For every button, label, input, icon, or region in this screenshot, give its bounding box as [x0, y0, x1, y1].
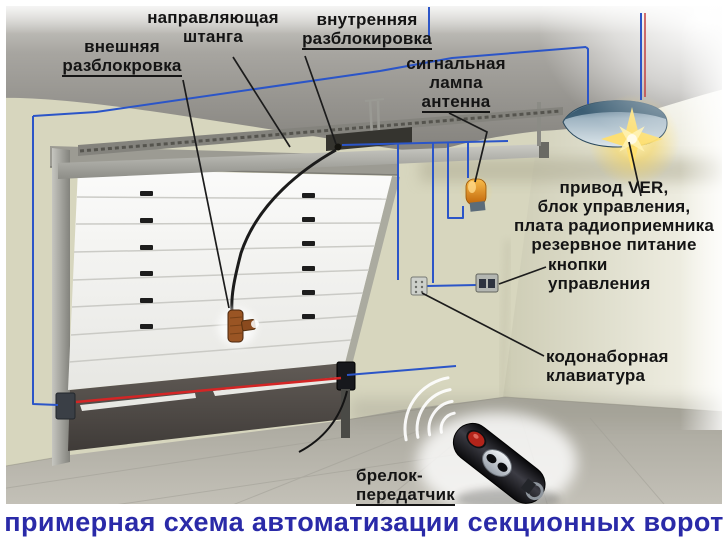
border-top: [0, 0, 728, 6]
label-line: внутренняя: [316, 10, 418, 29]
signal-lamp: [465, 178, 487, 212]
door-frame-post-left: [52, 148, 70, 466]
door-bottom-stripe: [80, 393, 196, 411]
operator-chain-rail: [78, 98, 563, 156]
pointer-buttons: [498, 266, 547, 285]
wall-corner-edge: [499, 239, 511, 397]
label-line: антенна: [421, 92, 491, 113]
label-line: внешняя: [84, 37, 160, 56]
keyfob-button: [497, 462, 508, 472]
label-drive-unit: привод VER, блок управления, плата радио…: [498, 178, 728, 254]
wire-left-loop: [32, 116, 59, 406]
label-line: разблокировка: [302, 29, 432, 50]
door-panel-seams: [68, 196, 387, 363]
antenna-mast: [364, 98, 385, 102]
radio-waves: [403, 376, 456, 442]
pointer-drive: [628, 141, 642, 197]
border-left: [0, 0, 6, 546]
photocell-right: [336, 361, 356, 391]
label-control-buttons: кнопки управления: [548, 255, 688, 293]
door-frame-right: [345, 176, 400, 365]
release-handle: [227, 309, 259, 343]
wire-door-bottom: [346, 365, 457, 376]
border-bottom: [0, 540, 728, 546]
label-line: направляющая: [147, 8, 279, 27]
label-internal-release: внутренняя разблокировка: [294, 10, 440, 50]
label-line: блок управления,: [537, 197, 691, 216]
door-panel-handles: [140, 191, 315, 329]
pointer-lamp-antenna: [448, 112, 488, 183]
label-line: клавиатура: [546, 366, 646, 385]
pointer-guide-rod: [232, 56, 291, 148]
photocell-cable: [298, 390, 348, 453]
door-panels: [68, 169, 392, 390]
code-keypad: [410, 276, 428, 296]
right-light-fade: [680, 0, 728, 430]
keyfob-transmitter: [452, 422, 546, 504]
label-line: привод VER,: [559, 178, 669, 197]
label-keyfob: брелок- передатчик: [356, 466, 496, 506]
keyfob-red-button: [468, 431, 485, 447]
control-buttons-box: [475, 273, 499, 293]
label-line: передатчик: [356, 485, 455, 506]
pointer-lines: [182, 55, 642, 357]
photocell-left: [55, 392, 76, 420]
label-line: плата радиоприемника: [513, 216, 715, 235]
label-line: сигнальная: [406, 54, 506, 73]
diagram-title: примерная схема автоматизации секционных…: [4, 507, 724, 537]
label-line: штанга: [183, 27, 243, 46]
release-cable: [230, 148, 337, 312]
pointer-internal-release: [304, 55, 337, 145]
keyfob-button: [486, 454, 497, 464]
label-external-release: внешняя разблокровка: [53, 37, 191, 77]
label-guide-rod: направляющая штанга: [138, 8, 288, 46]
wire-harness-loop: [447, 142, 464, 219]
label-code-keypad: кодонаборная клавиатура: [546, 347, 696, 385]
photocell-red-beam: [75, 376, 342, 404]
label-signal-lamp-antenna: сигнальная лампа антенна: [396, 54, 516, 113]
border-right: [722, 0, 728, 546]
label-line: брелок-: [356, 466, 423, 485]
wire-wall-diagonal: [32, 46, 587, 117]
wire-keypad-to-buttons: [426, 284, 478, 287]
wire-drive-drop-1: [585, 46, 589, 104]
photocell-post: [341, 389, 350, 438]
label-line: резервное питание: [531, 235, 697, 254]
label-line: управления: [548, 274, 651, 293]
label-line: кнопки: [548, 255, 608, 274]
label-line: лампа: [429, 73, 483, 92]
trolley-knob: [334, 143, 342, 151]
pointer-external-release: [182, 79, 230, 309]
blue-wiring: [32, 7, 642, 406]
wire-harness-horizontal: [341, 140, 509, 146]
pointer-keypad: [421, 292, 545, 357]
label-line: разблокровка: [62, 56, 182, 77]
title-band: [0, 504, 728, 546]
label-line: кодонаборная: [546, 347, 669, 366]
